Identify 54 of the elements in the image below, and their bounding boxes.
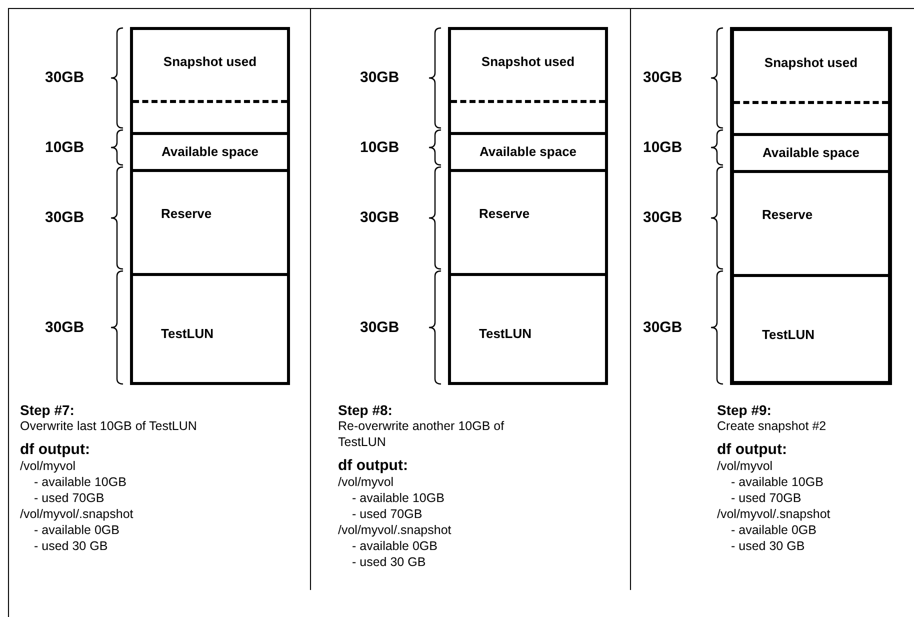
output-line: - used 70GB (730, 490, 802, 506)
output-line: - available 10GB (730, 474, 824, 490)
step-description: Re-overwrite another 10GB of TestLUN (338, 418, 506, 450)
size-label: 10GB (360, 138, 400, 156)
segment-label: TestLUN (161, 326, 214, 341)
step-description: Overwrite last 10GB of TestLUN (20, 418, 197, 434)
storage-column (448, 27, 608, 385)
size-label: 30GB (360, 69, 400, 86)
output-heading: df output: (717, 442, 787, 458)
segment-label: TestLUN (479, 326, 532, 341)
size-label: 30GB (45, 318, 84, 336)
output-line: - used 70GB (33, 490, 104, 506)
path-text: /vol/myvol (717, 458, 773, 474)
path-text: /vol/myvol/.snapshot (338, 522, 452, 538)
size-label: 10GB (643, 138, 682, 156)
segment-label: Available space (478, 144, 578, 159)
size-label: 30GB (643, 318, 682, 336)
step-heading: Step #7: (20, 402, 74, 418)
size-label: 30GB (643, 69, 682, 86)
segment-label: Reserve (479, 206, 530, 221)
path-text: /vol/myvol (338, 474, 394, 490)
size-label: 30GB (360, 318, 400, 336)
storage-column (730, 27, 892, 385)
output-line: - available 10GB (351, 490, 444, 506)
path-text: /vol/myvol (20, 458, 76, 474)
output-line: - used 30 GB (730, 538, 805, 554)
step-description: Create snapshot #2 (717, 418, 826, 434)
output-line: - used 30 GB (33, 538, 108, 554)
segment-label: Snapshot used (480, 54, 576, 69)
segment-label: Reserve (161, 206, 212, 221)
output-line: - available 0GB (351, 538, 438, 554)
output-line: - available 0GB (730, 522, 816, 538)
step-heading: Step #9: (717, 402, 772, 418)
size-label: 30GB (360, 209, 400, 226)
output-heading: df output: (20, 442, 90, 458)
step-heading: Step #8: (338, 402, 392, 418)
output-line: - available 0GB (33, 522, 120, 538)
segment-label: Available space (761, 145, 861, 160)
output-heading: df output: (338, 458, 408, 474)
storage-column (130, 27, 290, 385)
segment-label: Available space (160, 144, 260, 159)
size-label: 10GB (45, 138, 84, 156)
path-text: /vol/myvol/.snapshot (717, 506, 830, 522)
segment-label: Snapshot used (162, 54, 258, 69)
output-line: - used 70GB (351, 506, 422, 522)
size-label: 30GB (45, 69, 84, 86)
size-label: 30GB (45, 209, 84, 226)
size-label: 30GB (643, 209, 682, 226)
output-line: - used 30 GB (351, 554, 426, 570)
path-text: /vol/myvol/.snapshot (20, 506, 134, 522)
segment-label: Reserve (762, 207, 813, 222)
output-line: - available 10GB (33, 474, 126, 490)
segment-label: Snapshot used (763, 55, 859, 70)
segment-label: TestLUN (762, 327, 814, 342)
